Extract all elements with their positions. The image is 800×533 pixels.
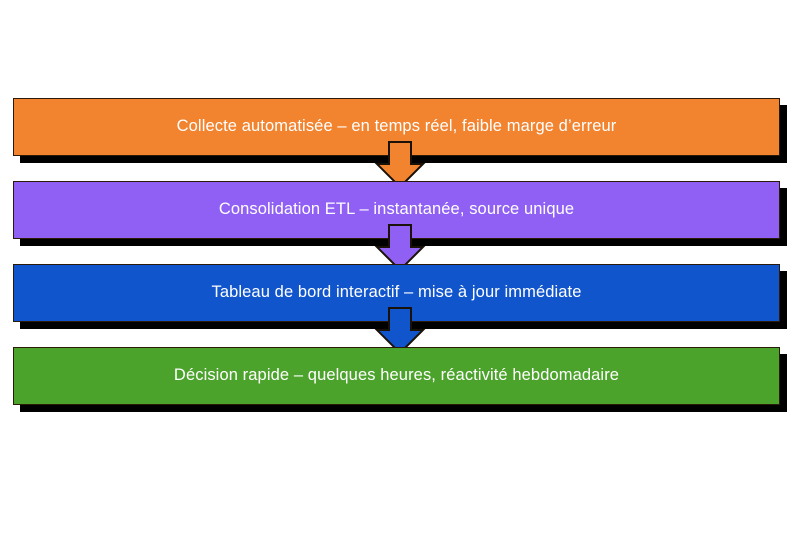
arrow-down-icon-collecte-to-consolidation <box>374 141 426 189</box>
flow-step-label: Consolidation ETL – instantanée, source … <box>218 200 575 219</box>
arrow-down-icon-tableau-to-decision <box>374 307 426 355</box>
flow-step-label: Collecte automatisée – en temps réel, fa… <box>176 117 617 136</box>
flow-step-body: Collecte automatisée – en temps réel, fa… <box>13 98 780 156</box>
flow-step-body: Décision rapide – quelques heures, réact… <box>13 347 780 405</box>
flow-step-label: Décision rapide – quelques heures, réact… <box>173 366 620 385</box>
flow-step-decision[interactable]: Décision rapide – quelques heures, réact… <box>13 347 787 412</box>
arrow-down-icon-consolidation-to-tableau <box>374 224 426 272</box>
flow-step-body: Consolidation ETL – instantanée, source … <box>13 181 780 239</box>
flow-step-collecte[interactable]: Collecte automatisée – en temps réel, fa… <box>13 98 787 163</box>
flow-step-consolidation[interactable]: Consolidation ETL – instantanée, source … <box>13 181 787 246</box>
flow-step-label: Tableau de bord interactif – mise à jour… <box>211 283 582 302</box>
flow-step-tableau-de-bord[interactable]: Tableau de bord interactif – mise à jour… <box>13 264 787 329</box>
